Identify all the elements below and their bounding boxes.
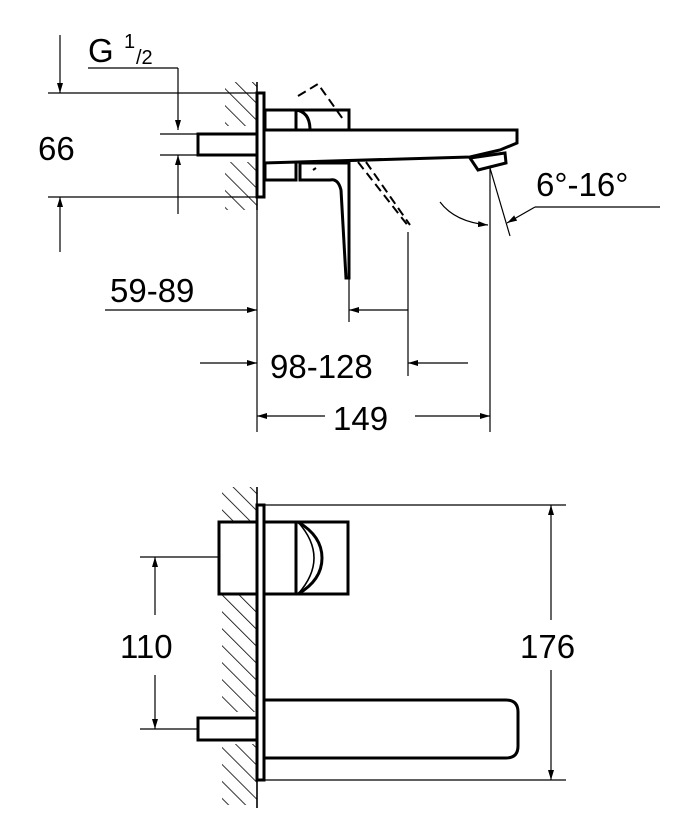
pipe-stub — [196, 132, 259, 157]
aerator — [467, 151, 508, 172]
dim-59-89: 59-89 — [110, 272, 194, 309]
wall-hatch — [225, 82, 257, 126]
valve-body-bottom — [263, 160, 298, 182]
lever-handle — [298, 161, 351, 280]
wall-plate — [255, 503, 266, 782]
wall-hatch — [225, 162, 257, 210]
valve-body-top — [263, 108, 298, 132]
pipe-stub — [196, 716, 259, 742]
side-view: G 1 /2 66 59-89 98-128 149 6°-16° — [38, 31, 660, 437]
dim-98-128: 98-128 — [270, 348, 373, 385]
lever-top — [295, 108, 351, 132]
dim-66: 66 — [38, 130, 75, 167]
lever-dashed-position — [297, 82, 411, 228]
spout — [262, 128, 519, 165]
front-view: 110 176 — [120, 487, 575, 808]
dim-149: 149 — [333, 400, 388, 437]
valve-body — [217, 520, 259, 596]
thread-label: G — [88, 32, 114, 69]
dim-110: 110 — [120, 628, 173, 665]
thread-sub: /2 — [136, 47, 153, 69]
lever-base — [262, 520, 298, 596]
dim-176: 176 — [520, 628, 575, 665]
thread-sup: 1 — [124, 31, 135, 53]
dim-angle: 6°-16° — [536, 166, 628, 203]
spout-front — [262, 698, 520, 760]
